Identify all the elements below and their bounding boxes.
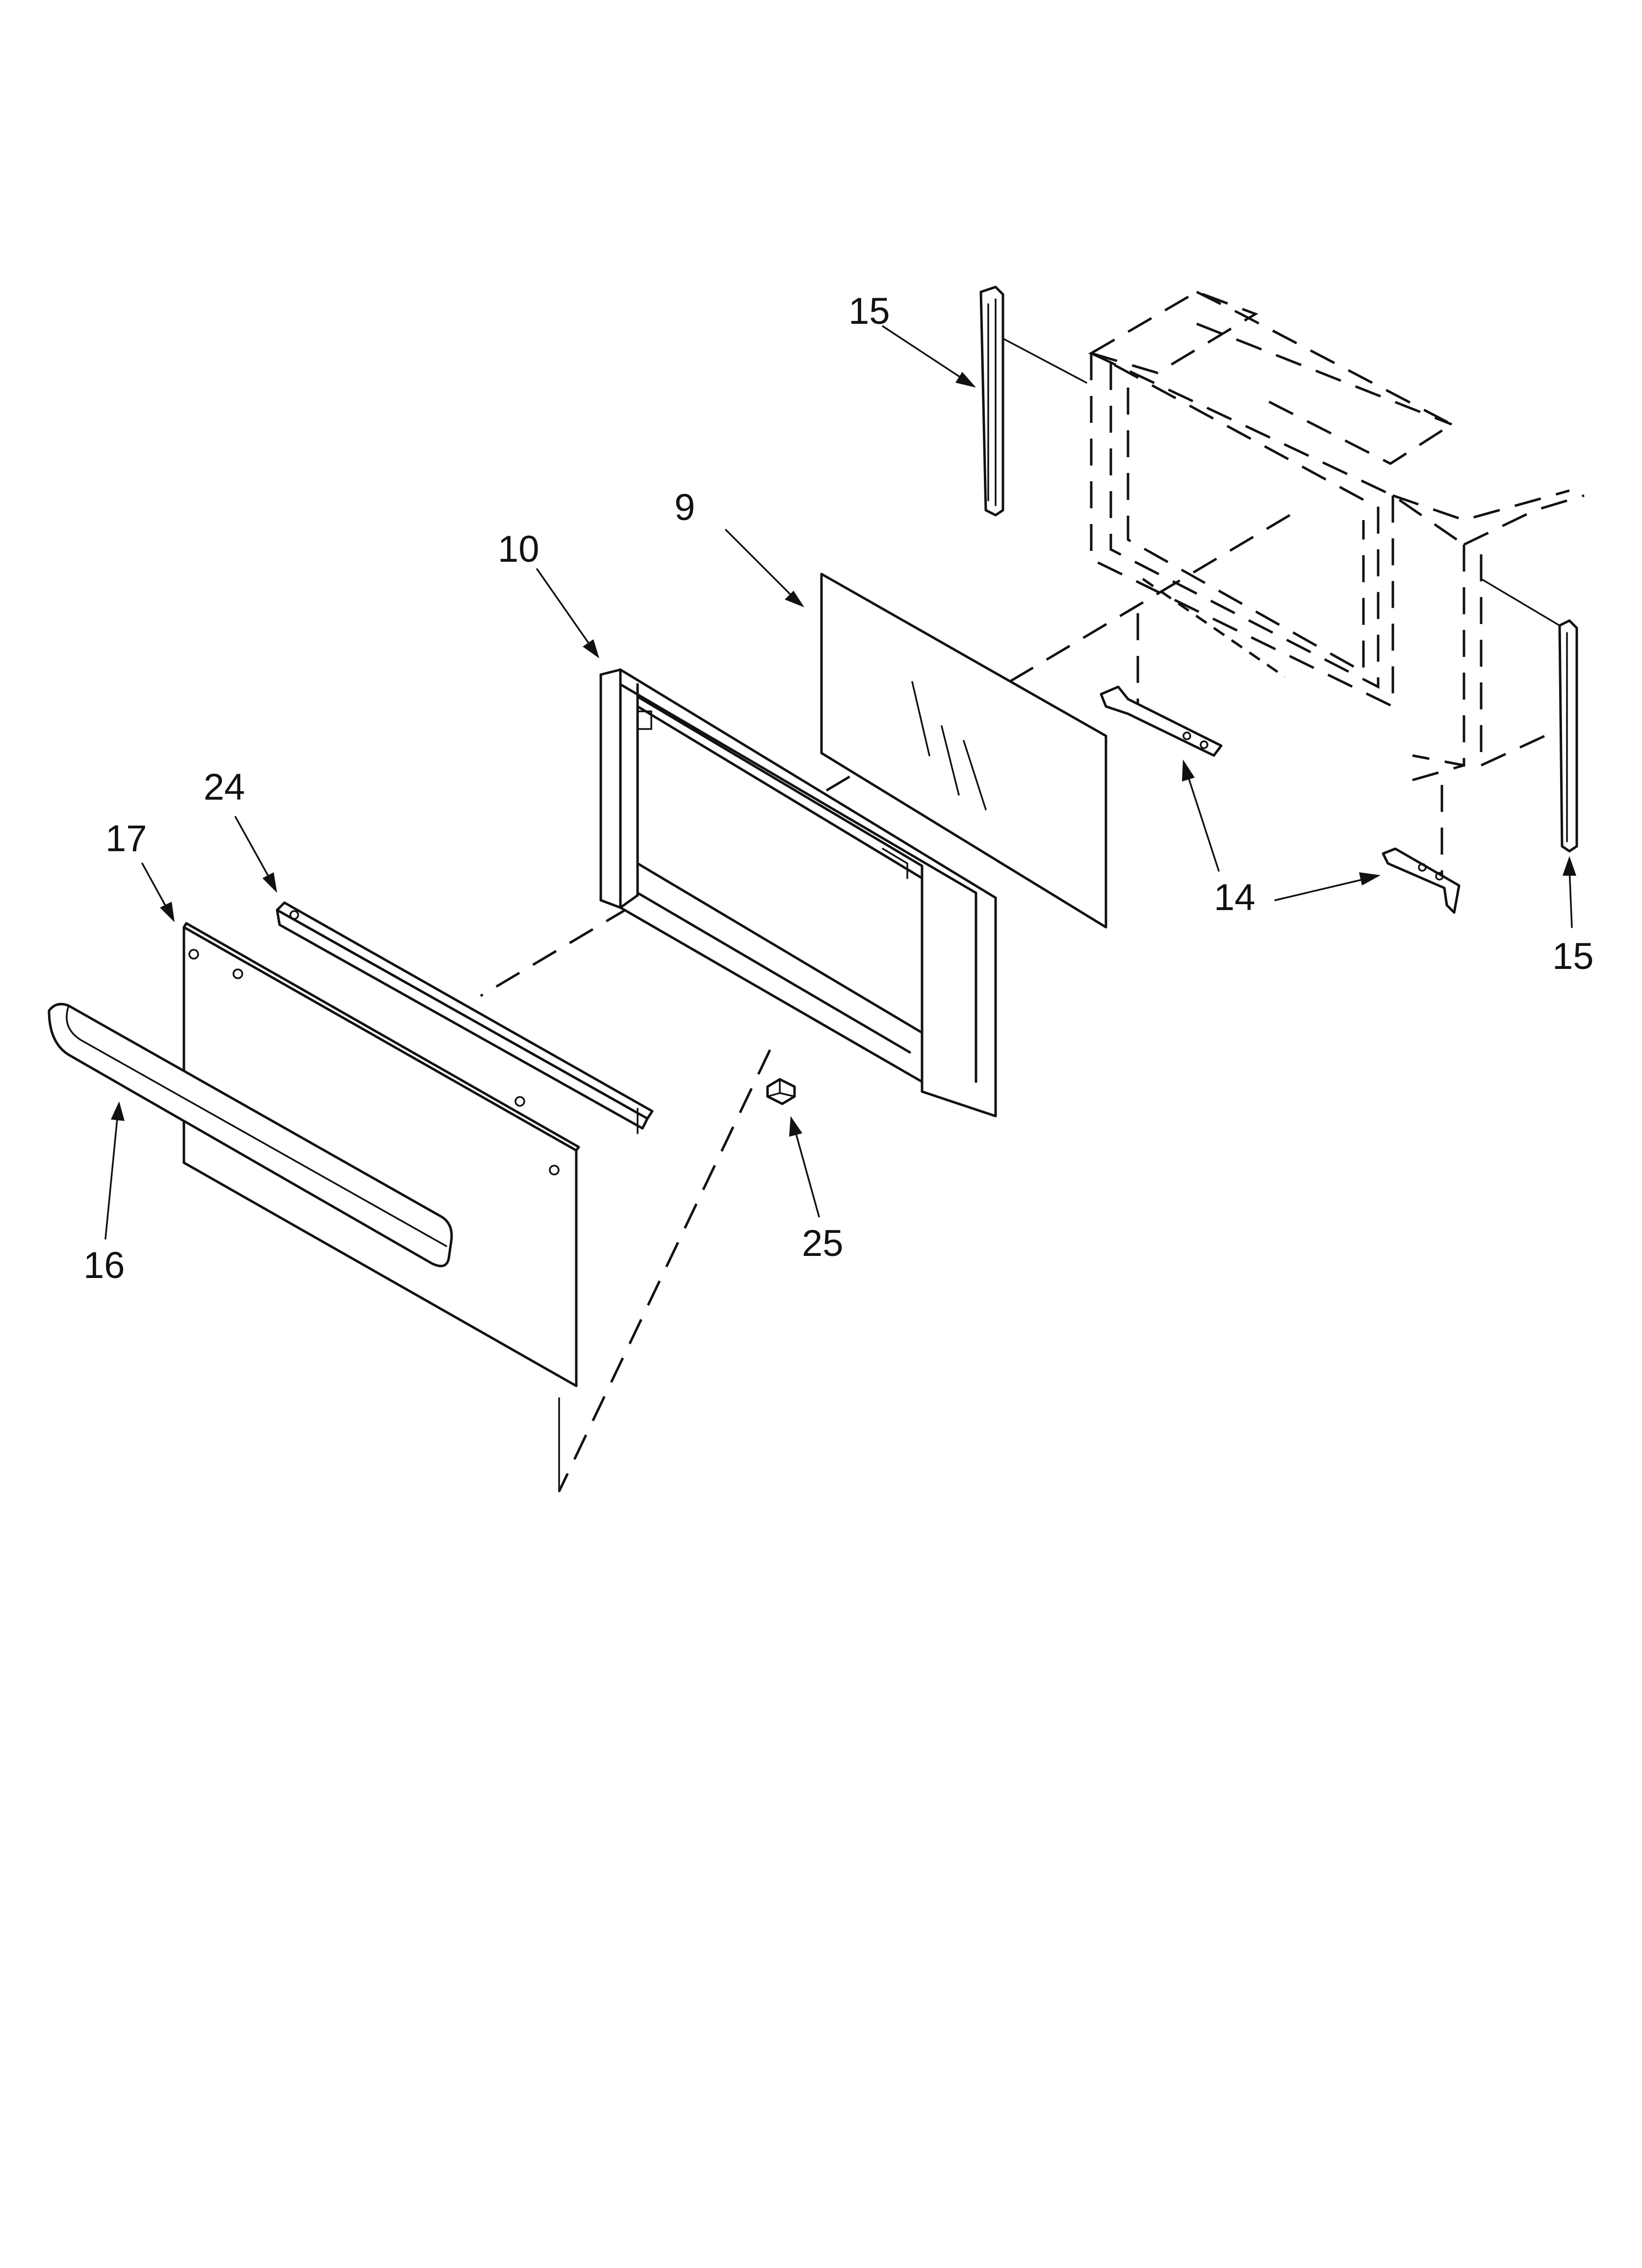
part-15-vertical-trim-right <box>1480 578 1578 853</box>
part-9-glass-panel <box>820 573 1107 929</box>
callout-10: 10 <box>498 528 539 570</box>
callout-9: 9 <box>674 487 695 528</box>
part-14-hinge-bracket-lower <box>1382 847 1461 914</box>
callout-15-right: 15 <box>1552 936 1594 977</box>
part-16-door-handle <box>48 1003 453 1268</box>
clip-guide-line <box>558 1049 771 1492</box>
cabinet-outline <box>1088 290 1585 782</box>
callout-15-top: 15 <box>848 290 890 332</box>
callout-25: 25 <box>802 1223 844 1264</box>
part-15-vertical-trim-top <box>979 286 1087 517</box>
part-17-outer-door-panel <box>182 922 580 1387</box>
leader-lines <box>104 325 1576 1240</box>
callout-14: 14 <box>1214 877 1256 918</box>
part-25-clip <box>766 1078 796 1105</box>
callout-16: 16 <box>83 1245 125 1286</box>
callout-17: 17 <box>105 818 147 860</box>
part-24-door-trim-strip <box>276 901 654 1134</box>
part-10-door-frame <box>599 668 997 1118</box>
callout-24: 24 <box>204 766 245 808</box>
part-14-hinge-bracket-upper <box>1100 685 1223 757</box>
